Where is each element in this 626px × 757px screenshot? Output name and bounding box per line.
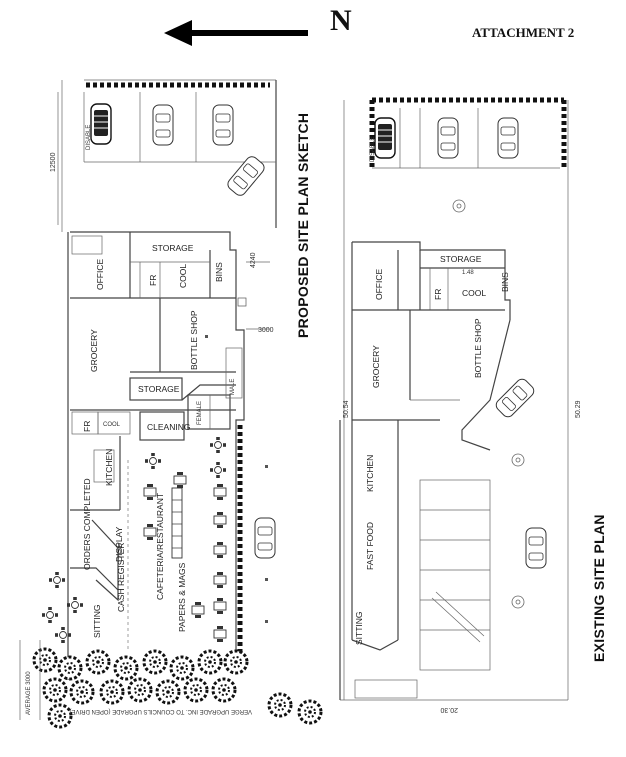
- proposed-office-label: OFFICE: [95, 259, 105, 290]
- proposed-display-label: DISPLAY: [114, 526, 124, 562]
- existing-storage-label: STORAGE: [440, 254, 482, 264]
- existing-parking: DISABLE: [370, 108, 560, 169]
- existing-disable-label: DISABLE: [370, 137, 376, 162]
- proposed-storage-mid-label: STORAGE: [138, 384, 180, 394]
- proposed-disable-label: DISABLE: [86, 125, 92, 150]
- existing-fast-food-label: FAST FOOD: [365, 522, 375, 570]
- proposed-cash-register-label: CASH REGISTER: [116, 543, 126, 612]
- proposed-cool-label: COOL: [178, 264, 188, 288]
- proposed-parking: DISABLE: [83, 92, 276, 199]
- proposed-bottom-trees: [32, 647, 323, 729]
- existing-bins-label: BINS: [500, 272, 510, 292]
- proposed-plan-title: PROPOSED SITE PLAN SKETCH: [295, 113, 311, 338]
- north-label: N: [330, 4, 352, 37]
- existing-dim-20-30: 20.30: [440, 706, 458, 713]
- proposed-furniture: [41, 436, 227, 644]
- verge-upgrade-note: VERGE UPGRADE INC. TO COUNCILS UPGRADE (…: [70, 708, 252, 714]
- proposed-average-label: AVERAGE 3000: [26, 671, 32, 715]
- existing-office-label: OFFICE: [374, 269, 384, 300]
- proposed-papers-mags-label: PAPERS & MAGS: [177, 562, 187, 632]
- proposed-female-label: FEMALE: [197, 401, 203, 425]
- proposed-grocery-label: GROCERY: [89, 329, 99, 372]
- existing-dim-50-54: 50.54: [343, 400, 350, 418]
- existing-fr-label: FR: [433, 289, 443, 300]
- north-arrow: [164, 20, 308, 46]
- existing-top-hedge: [369, 97, 567, 170]
- existing-kitchen-label: KITCHEN: [365, 455, 375, 492]
- existing-bottle-shop-label: BOTTLE SHOP: [473, 318, 483, 378]
- proposed-male-label: MALE: [230, 379, 236, 395]
- proposed-fr2-label: FR: [82, 421, 92, 432]
- proposed-bottle-shop-label: BOTTLE SHOP: [189, 310, 199, 370]
- proposed-dim-4240: 4240: [250, 252, 257, 268]
- existing-dim-50-29: 50.29: [575, 400, 582, 418]
- proposed-dim-3000: 3000: [258, 327, 274, 334]
- proposed-dim-12500: 12500: [50, 152, 57, 172]
- proposed-cleaning-label: CLEANING: [147, 422, 190, 432]
- proposed-storage-top-label: STORAGE: [152, 243, 194, 253]
- existing-site-plan: DISABLE OFFICE STORAGE FR: [339, 97, 607, 713]
- proposed-fr-label: FR: [148, 275, 158, 286]
- existing-grocery-label: GROCERY: [371, 345, 381, 388]
- proposed-cool2-label: COOL: [103, 422, 121, 428]
- existing-dim-1-48: 1.48: [462, 270, 474, 276]
- proposed-orders-completed-label: ORDERS COMPLETED: [82, 478, 92, 570]
- existing-plan-title: EXISTING SITE PLAN: [591, 514, 607, 662]
- proposed-bins-label: BINS: [214, 262, 224, 282]
- existing-cool-label: COOL: [462, 288, 486, 298]
- proposed-kitchen-label: KITCHEN: [104, 449, 114, 486]
- proposed-sitting-label: SITTING: [92, 604, 102, 638]
- proposed-cafeteria-label: CAFETERIA/RESTAURANT: [155, 493, 165, 600]
- proposed-site-plan: DISABLE 12500 OFFICE STORAGE FR COOL: [19, 79, 323, 729]
- existing-sitting-label: SITTING: [354, 611, 364, 645]
- attachment-label: ATTACHMENT 2: [472, 25, 574, 40]
